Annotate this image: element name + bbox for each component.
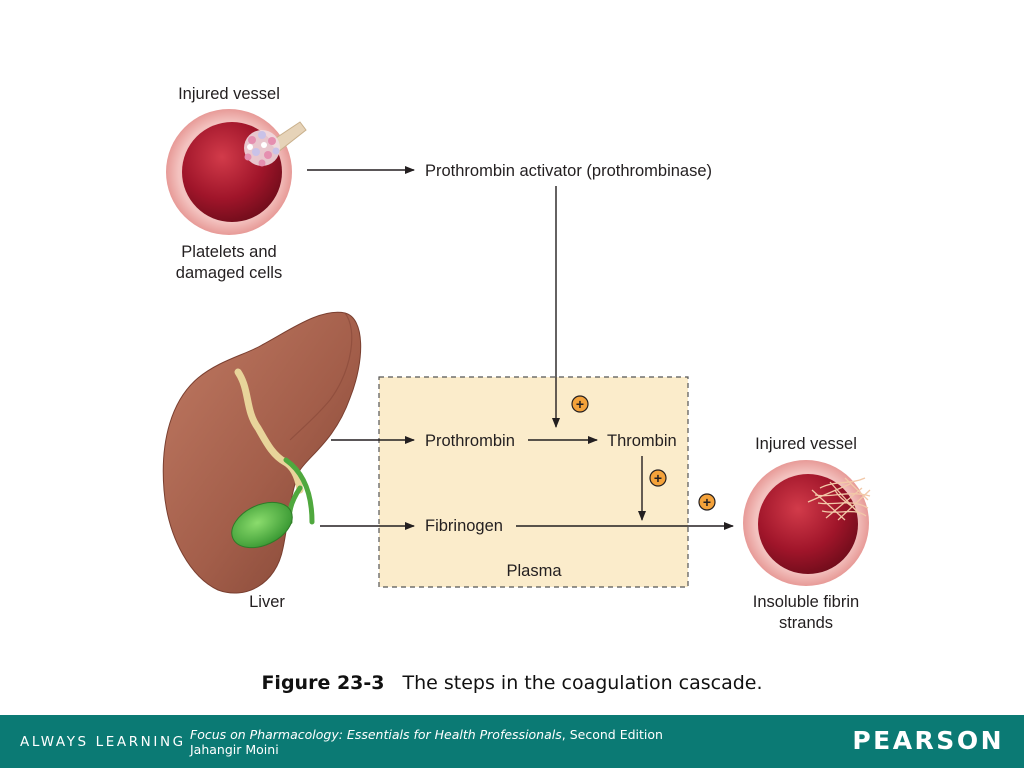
plasma-box: [378, 376, 689, 588]
figure-number: Figure 23-3: [261, 672, 385, 694]
gallbladder-icon: [231, 501, 293, 549]
coagulation-diagram: Injured vessel Platelets and damaged cel…: [162, 85, 871, 632]
plasma-label: Plasma: [506, 562, 562, 580]
svg-text:+: +: [703, 494, 711, 510]
figure-caption: Figure 23-3 The steps in the coagulation …: [0, 672, 1024, 694]
fibrin-strands-icon: [807, 477, 871, 521]
top-injured-vessel-image: [166, 109, 307, 235]
right-injured-vessel-image: [743, 460, 871, 586]
thrombin-label: Thrombin: [607, 432, 677, 450]
platelets-cluster-icon: [244, 130, 280, 167]
right-vessel-caption-line2: strands: [779, 614, 833, 632]
top-vessel-title: Injured vessel: [178, 85, 280, 103]
prothrombin-label: Prothrombin: [425, 432, 515, 450]
right-vessel-caption-line1: Insoluble fibrin: [753, 593, 859, 611]
book-info: Focus on Pharmacology: Essentials for He…: [190, 727, 663, 757]
publisher-logo: PEARSON: [852, 726, 1004, 755]
fibrinogen-label: Fibrinogen: [425, 517, 503, 535]
liver-label: Liver: [249, 593, 285, 611]
svg-text:+: +: [576, 396, 584, 412]
prothrombin-activator-label: Prothrombin activator (prothrombinase): [425, 162, 712, 180]
plus-sign-icon: +: [649, 469, 667, 487]
figure-caption-text: The steps in the coagulation cascade.: [402, 672, 763, 694]
right-vessel-title: Injured vessel: [755, 435, 857, 453]
top-vessel-caption-line1: Platelets and: [181, 243, 276, 261]
footer-tagline: ALWAYS LEARNING: [20, 734, 186, 750]
book-edition: , Second Edition: [561, 727, 663, 742]
footer-bar: ALWAYS LEARNING Focus on Pharmacology: E…: [0, 715, 1024, 768]
plus-sign-icon: +: [571, 395, 589, 413]
plus-sign-icon: +: [698, 493, 716, 511]
liver-image: [162, 311, 362, 594]
top-vessel-caption-line2: damaged cells: [176, 264, 282, 282]
svg-text:+: +: [654, 470, 662, 486]
book-title: Focus on Pharmacology: Essentials for He…: [190, 727, 562, 742]
book-author: Jahangir Moini: [190, 742, 279, 757]
